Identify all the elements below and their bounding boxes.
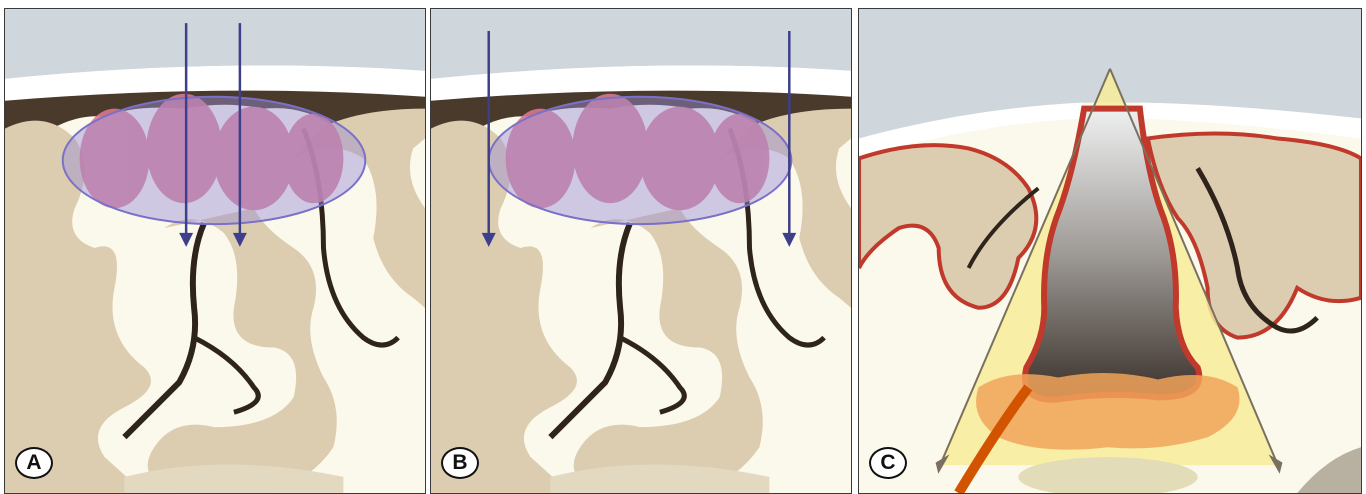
panel-a: A — [4, 8, 426, 494]
panel-b: B — [430, 8, 852, 494]
panel-c: C — [858, 8, 1362, 494]
panel-b-illustration — [431, 9, 851, 493]
coverage-ellipse — [489, 97, 792, 224]
panel-label-badge: C — [869, 447, 907, 479]
coverage-ellipse — [63, 97, 366, 224]
panel-label-badge: B — [441, 447, 479, 479]
panel-a-illustration — [5, 9, 425, 493]
panel-label-badge: A — [15, 447, 53, 479]
panel-c-illustration — [859, 9, 1361, 493]
